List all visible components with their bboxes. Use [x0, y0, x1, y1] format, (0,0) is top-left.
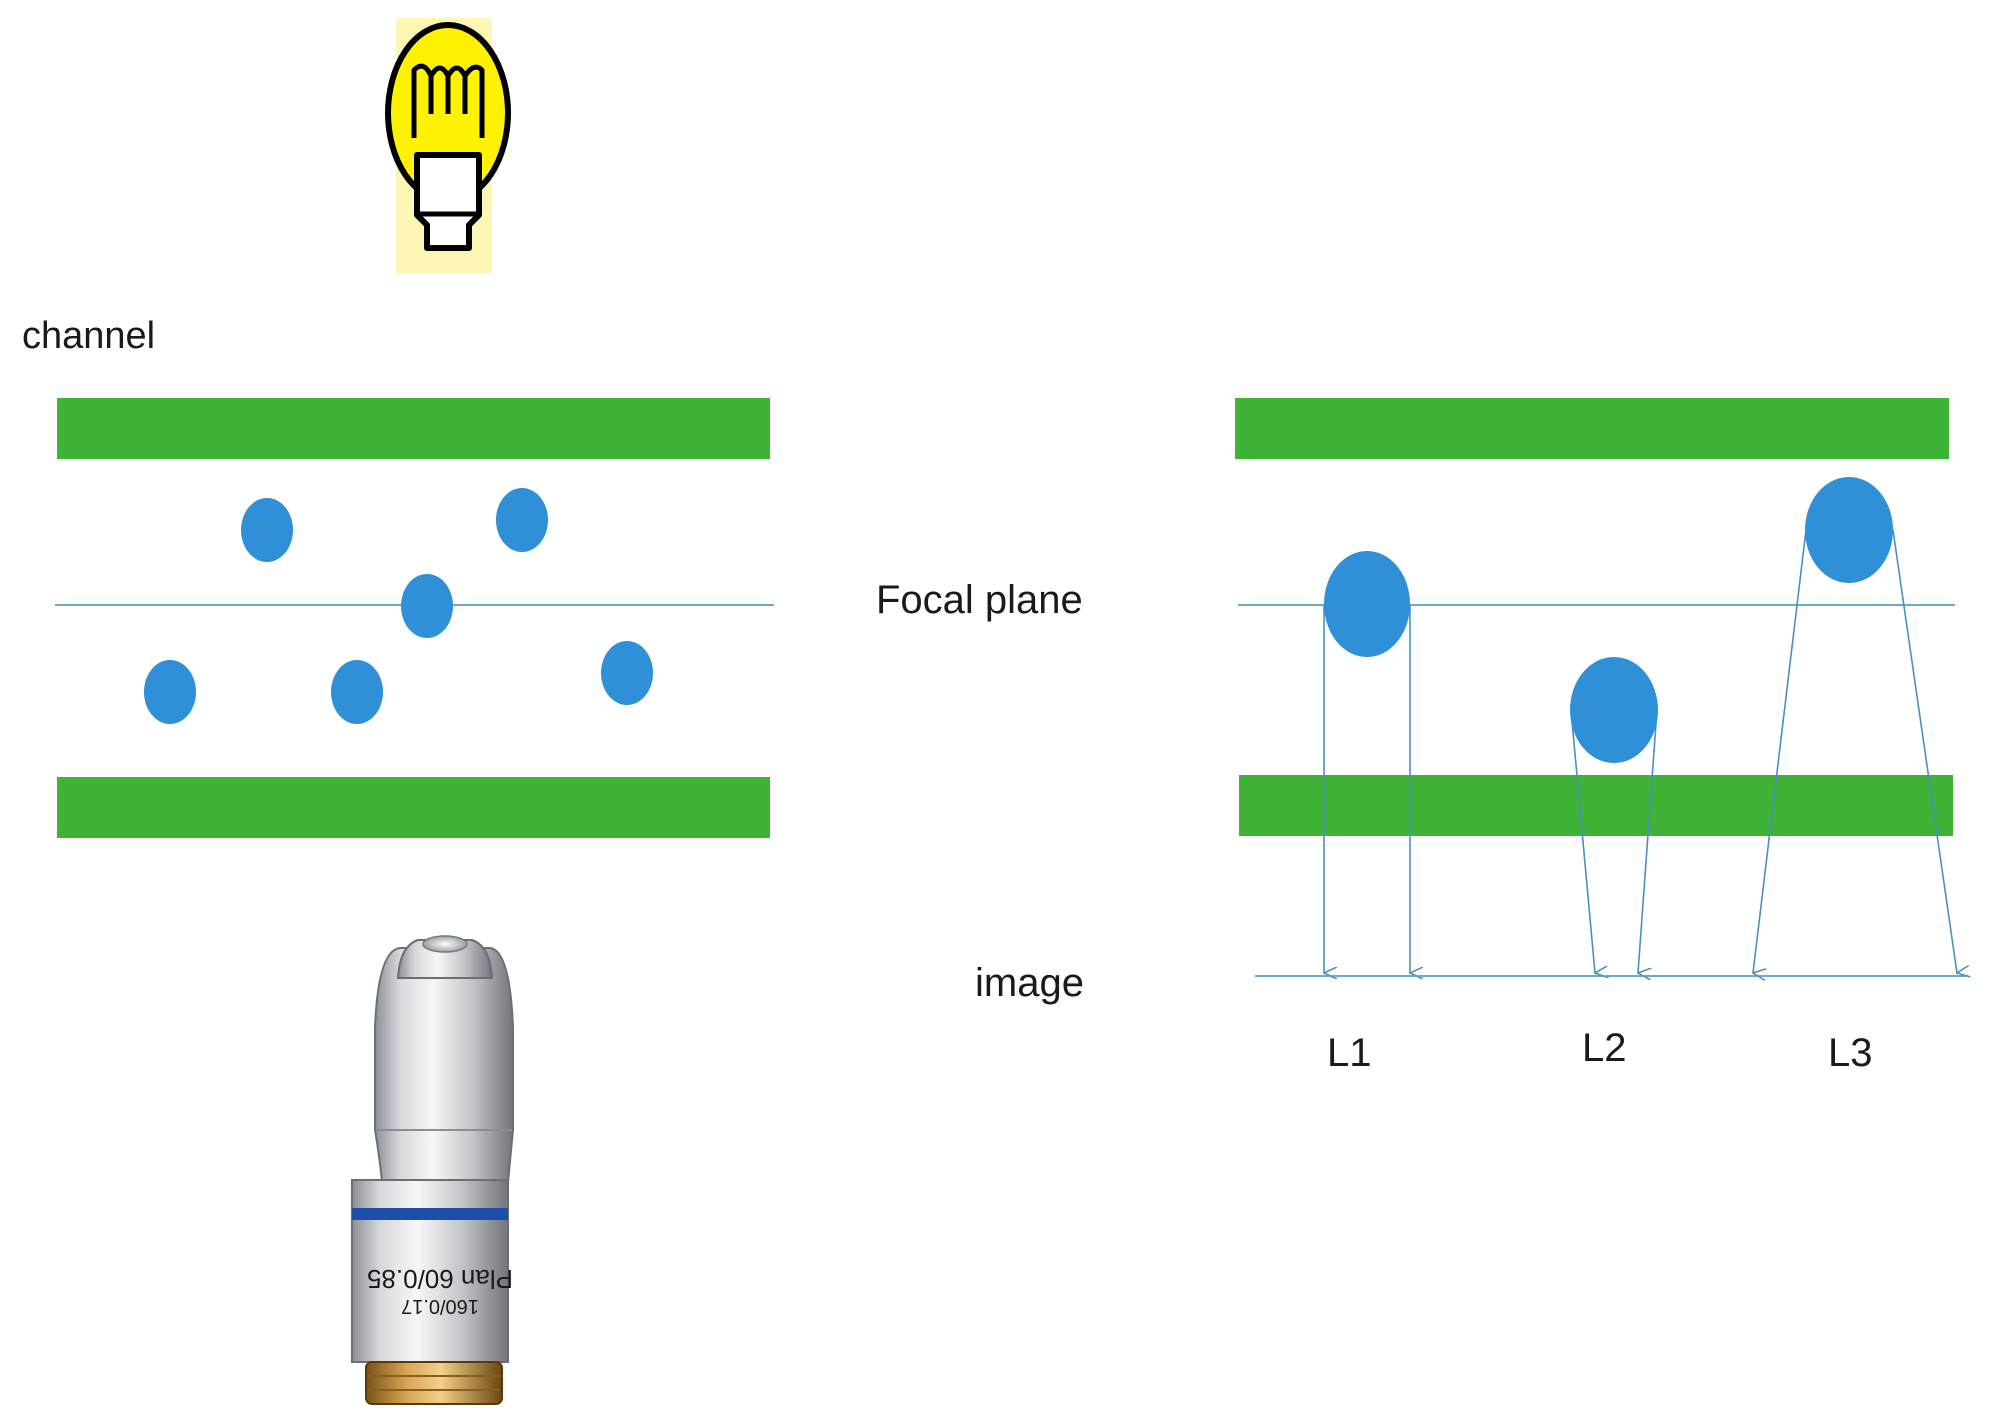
left-channel-bottom-wall — [57, 777, 770, 838]
right-channel-top-wall — [1235, 398, 1949, 459]
objective-thread — [365, 1361, 503, 1405]
objective-lower-barrel — [351, 1179, 509, 1363]
objective-tip — [396, 939, 494, 979]
objective-front-lens — [422, 935, 468, 953]
left-channel-top-wall — [57, 398, 770, 459]
particle-in-focus — [1324, 551, 1410, 657]
particle — [496, 488, 548, 552]
ray-l2-left — [1570, 709, 1595, 973]
image-label: image — [975, 961, 1084, 1005]
light-bulb-icon — [385, 18, 511, 273]
channel-label: channel — [22, 315, 155, 357]
objective-color-band-lower — [352, 1208, 508, 1220]
label-l1: L1 — [1327, 1031, 1372, 1075]
particles-random — [144, 488, 653, 724]
objective-engraving-spec: 160/0.17 — [401, 1295, 479, 1317]
label-l3: L3 — [1828, 1031, 1873, 1075]
microscope-objective-icon: 160/0.17 Plan 60/0.85 — [351, 935, 514, 1405]
right-channel-bottom-wall — [1239, 775, 1953, 836]
particle-below-focus — [1570, 657, 1658, 763]
particle-above-focus — [1805, 477, 1893, 583]
ray-l2-right — [1638, 709, 1658, 973]
particle — [144, 660, 196, 724]
right-channel: L1 L2 L3 — [1235, 398, 1968, 1075]
label-l2: L2 — [1582, 1026, 1627, 1070]
light-rays — [1324, 529, 1957, 973]
ray-l3-right — [1892, 529, 1957, 973]
focal-plane-label: Focal plane — [876, 578, 1083, 622]
left-channel — [55, 398, 774, 838]
ray-l3-left — [1753, 529, 1807, 973]
particle — [241, 498, 293, 562]
bulb-base — [414, 152, 482, 251]
particle — [401, 574, 453, 638]
particle — [331, 660, 383, 724]
objective-engraving-model: Plan 60/0.85 — [367, 1264, 513, 1294]
bulb-filament — [411, 63, 485, 138]
particle — [601, 641, 653, 705]
